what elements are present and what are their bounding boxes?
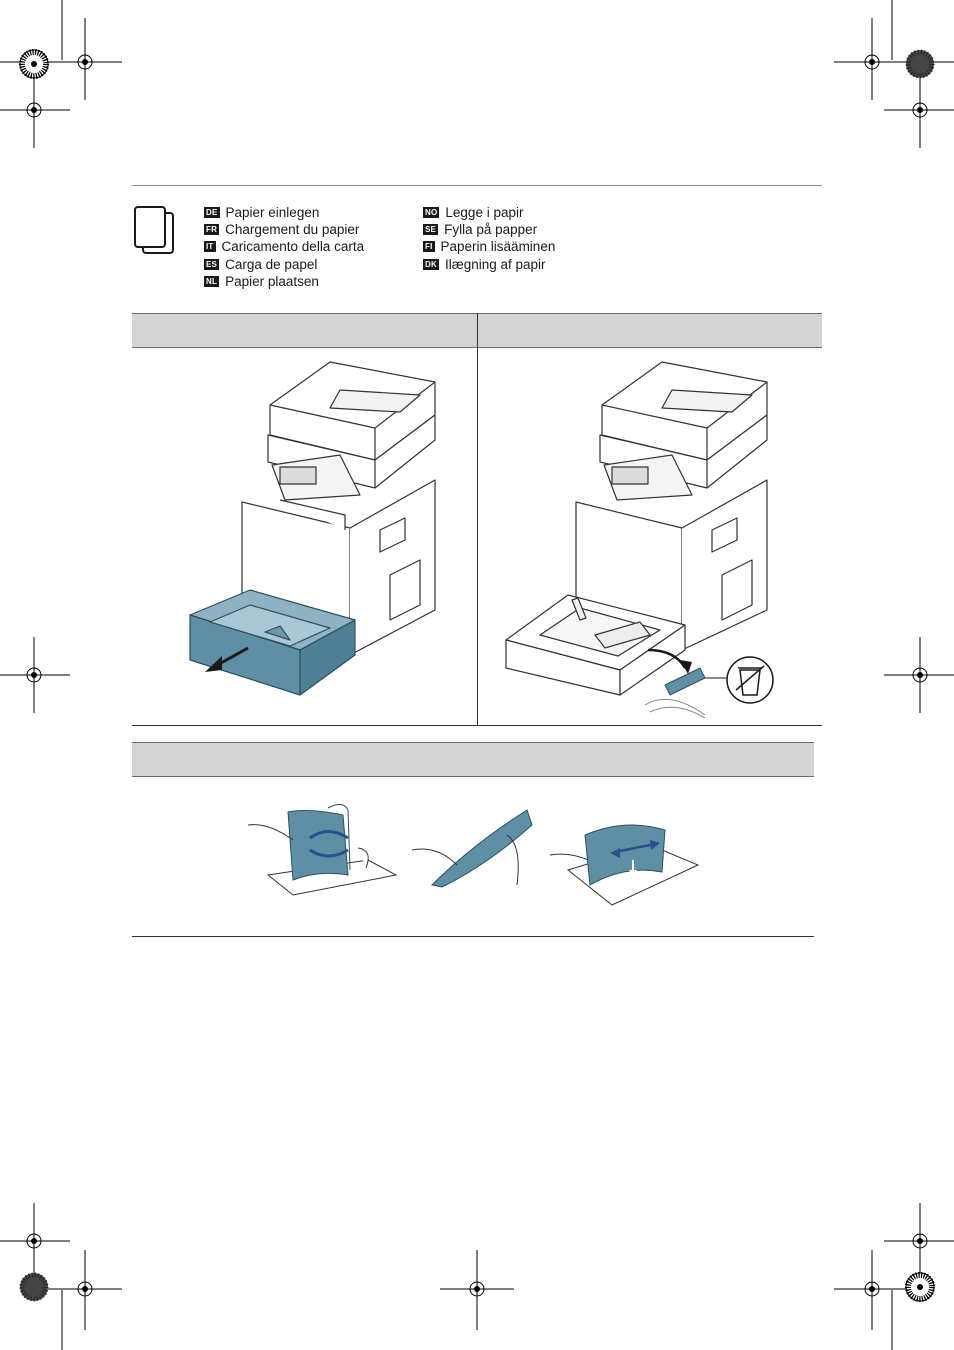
color-calibration-wheel-icon bbox=[20, 50, 48, 78]
paper-fan-illustration bbox=[248, 800, 398, 910]
paper-prep-bottom-rule bbox=[132, 936, 814, 937]
paper-align-illustration bbox=[550, 810, 700, 910]
color-calibration-wheel-icon bbox=[20, 1273, 48, 1301]
color-calibration-wheel-icon bbox=[906, 50, 934, 78]
paper-prep-header-band bbox=[132, 742, 814, 777]
printer-tray-packing-illustration bbox=[500, 350, 800, 730]
paper-flex-illustration bbox=[412, 805, 552, 895]
printer-tray-open-illustration bbox=[180, 350, 460, 710]
header-divider bbox=[132, 185, 822, 186]
trash-bin-icon bbox=[727, 657, 773, 703]
color-calibration-wheel-icon bbox=[906, 1273, 934, 1301]
document-pages-icon bbox=[133, 205, 177, 255]
steps-column-divider bbox=[477, 313, 478, 725]
